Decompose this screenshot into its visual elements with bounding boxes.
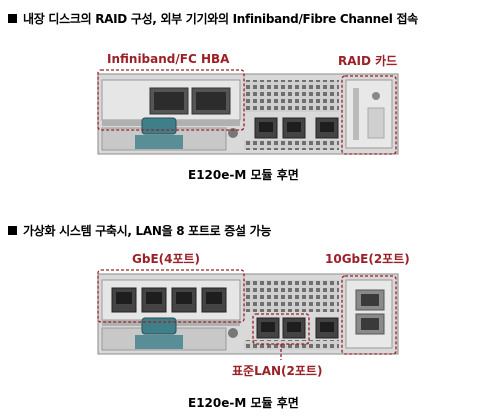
vent-grille [244,280,339,312]
server-chassis-1 [97,73,399,155]
label-10gbe: 10GbE(2포트) [325,252,410,266]
label-raid-card: RAID 카드 [338,54,398,68]
highlight-raid [341,75,397,155]
highlight-hba [97,69,245,131]
label-standard-lan: 표준LAN(2포트) [232,364,323,378]
highlight-standard-lan [252,313,310,345]
vent-grille [244,80,339,112]
square-bullet-icon [8,14,17,23]
section2-heading: 가상화 시스템 구축시, LAN을 8 포트로 증설 가능 [8,222,271,239]
caption-2: E120e-M 모듈 후면 [188,396,299,410]
caption-1: E120e-M 모듈 후면 [188,168,299,182]
section1-heading: 내장 디스크의 RAID 구성, 외부 기기와의 Infiniband/Fibr… [8,10,418,27]
label-infiniband-hba: Infiniband/FC HBA [107,52,230,66]
square-bullet-icon [8,226,17,235]
serial-port-icon [141,317,177,335]
server-chassis-2 [97,273,399,355]
label-gbe: GbE(4포트) [132,252,201,266]
highlight-gbe [97,269,245,323]
highlight-10gbe [341,275,397,355]
serial-port-icon [141,117,177,135]
